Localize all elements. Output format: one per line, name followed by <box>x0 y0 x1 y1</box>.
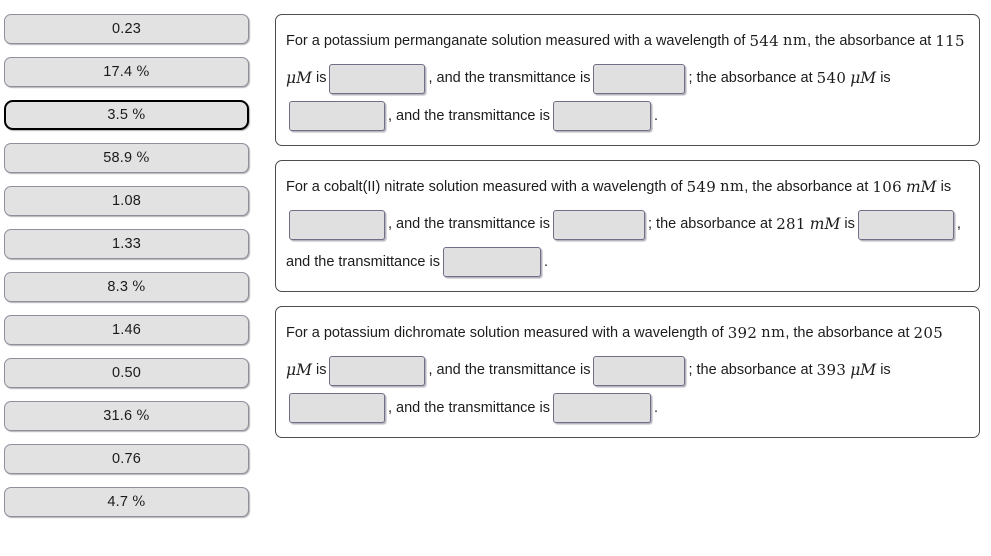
wavelength-value: 549 <box>686 177 717 196</box>
answer-drop-target[interactable] <box>593 63 686 94</box>
answer-chip-unit: % <box>132 107 146 123</box>
answer-chip-value: 0.23 <box>111 21 142 37</box>
period: . <box>654 107 659 124</box>
wavelength-value: 544 <box>749 32 779 50</box>
answer-chip-value: 1.33 <box>111 236 142 252</box>
question-intro: For a potassium permanganate solution me… <box>286 33 746 49</box>
answer-chip-value: 4.7 <box>107 494 129 510</box>
answer-drop-target[interactable] <box>857 209 954 240</box>
answer-chip-value: 3.5 <box>107 107 129 123</box>
concentration-2-unit: mM <box>809 215 841 234</box>
answer-chip[interactable]: 1.33 <box>4 229 249 259</box>
period: . <box>654 399 659 416</box>
question-panel: For a cobalt(II) nitrate solution measur… <box>275 159 980 292</box>
after-wavelength-text: , the absorbance at <box>744 178 869 195</box>
concentration-1-value: 115 <box>935 32 965 50</box>
question-intro: For a potassium dichromate solution meas… <box>286 324 724 341</box>
concentration-1-value: 106 <box>872 177 902 196</box>
answer-drop-target[interactable] <box>289 101 385 132</box>
answer-drop-target[interactable] <box>553 393 651 424</box>
answer-drop-target[interactable] <box>553 101 651 132</box>
semicolon-text: ; the absorbance at <box>688 362 813 379</box>
question-text-flow: For a potassium dichromate solution meas… <box>286 315 969 427</box>
is-label-1: is <box>940 178 952 195</box>
wavelength-unit: nm <box>783 33 808 49</box>
is-label-1: is <box>315 362 327 379</box>
question-panel: For a potassium dichromate solution meas… <box>275 305 980 438</box>
answer-chip[interactable]: 0.50 <box>4 358 249 388</box>
semicolon-text: ; the absorbance at <box>688 70 813 87</box>
mid-text: , and the transmittance is <box>428 362 591 379</box>
answer-drop-target[interactable] <box>593 355 686 386</box>
answer-chip-value: 31.6 <box>103 408 133 424</box>
concentration-2-value: 540 <box>816 69 847 88</box>
concentration-2-value: 281 <box>776 215 806 234</box>
answer-drop-target[interactable] <box>289 393 385 424</box>
answer-chip-value: 58.9 <box>103 150 133 166</box>
concentration-2-value: 393 <box>816 361 847 380</box>
wavelength-unit: nm <box>720 178 745 195</box>
is-label-2: is <box>880 70 891 87</box>
answer-chip[interactable]: 0.76 <box>4 444 249 474</box>
answer-drop-target[interactable] <box>329 63 426 94</box>
concentration-2-unit: μM <box>850 361 877 380</box>
tail-text: , and the transmittance is <box>286 216 961 270</box>
question-intro: For a cobalt(II) nitrate solution measur… <box>286 178 683 195</box>
answer-chip[interactable]: 1.08 <box>4 186 249 216</box>
question-panel: For a potassium permanganate solution me… <box>275 14 980 146</box>
answer-chip-unit: % <box>132 494 146 510</box>
answer-chip-value: 8.3 <box>107 279 129 295</box>
answer-chip-unit: % <box>136 408 150 424</box>
answer-chip-value: 17.4 <box>103 64 133 80</box>
answer-chip[interactable]: 31.6% <box>4 401 249 431</box>
answer-drop-target[interactable] <box>329 355 426 386</box>
tail-text: , and the transmittance is <box>388 399 550 416</box>
answer-chip-value: 1.46 <box>111 322 142 338</box>
is-label-1: is <box>315 70 327 87</box>
answer-chip-unit: % <box>136 64 150 80</box>
answer-chip-value: 1.08 <box>111 193 142 209</box>
answer-chip[interactable]: 4.7% <box>4 487 249 517</box>
semicolon-text: ; the absorbance at <box>648 216 773 233</box>
period: . <box>543 253 548 270</box>
answer-drop-target[interactable] <box>553 209 645 240</box>
wavelength-value: 392 <box>727 323 758 342</box>
tail-text: , and the transmittance is <box>388 107 550 124</box>
question-panel-list: For a potassium permanganate solution me… <box>275 14 980 452</box>
answer-drop-target[interactable] <box>289 209 385 240</box>
answer-chip-value: 0.76 <box>111 451 142 467</box>
answer-chip[interactable]: 8.3% <box>4 272 249 302</box>
after-wavelength-text: , the absorbance at <box>785 324 910 341</box>
question-text-flow: For a cobalt(II) nitrate solution measur… <box>286 169 969 281</box>
mid-text: , and the transmittance is <box>428 70 591 87</box>
answer-chip[interactable]: 58.9% <box>4 143 249 173</box>
answer-chip[interactable]: 0.23 <box>4 14 249 44</box>
mid-text: , and the transmittance is <box>388 216 550 233</box>
answer-chip[interactable]: 3.5% <box>4 100 249 130</box>
concentration-1-unit: mM <box>905 177 937 196</box>
concentration-1-unit: μM <box>286 361 312 380</box>
answer-chip-unit: % <box>132 279 146 295</box>
is-label-2: is <box>844 216 855 233</box>
answer-chip-unit: % <box>136 150 150 166</box>
concentration-1-value: 205 <box>913 323 944 342</box>
answer-drop-target[interactable] <box>442 247 541 278</box>
after-wavelength-text: , the absorbance <box>807 33 916 49</box>
is-label-2: is <box>880 362 891 379</box>
answer-chip-value: 0.50 <box>111 365 142 381</box>
concentration-1-unit: μM <box>286 69 312 88</box>
answer-chip[interactable]: 17.4% <box>4 57 249 87</box>
answer-chip[interactable]: 1.46 <box>4 315 249 345</box>
concentration-2-unit: μM <box>850 69 877 88</box>
at-label: at <box>919 33 932 49</box>
question-text-flow: For a potassium permanganate solution me… <box>286 23 969 135</box>
wavelength-unit: nm <box>761 324 786 341</box>
